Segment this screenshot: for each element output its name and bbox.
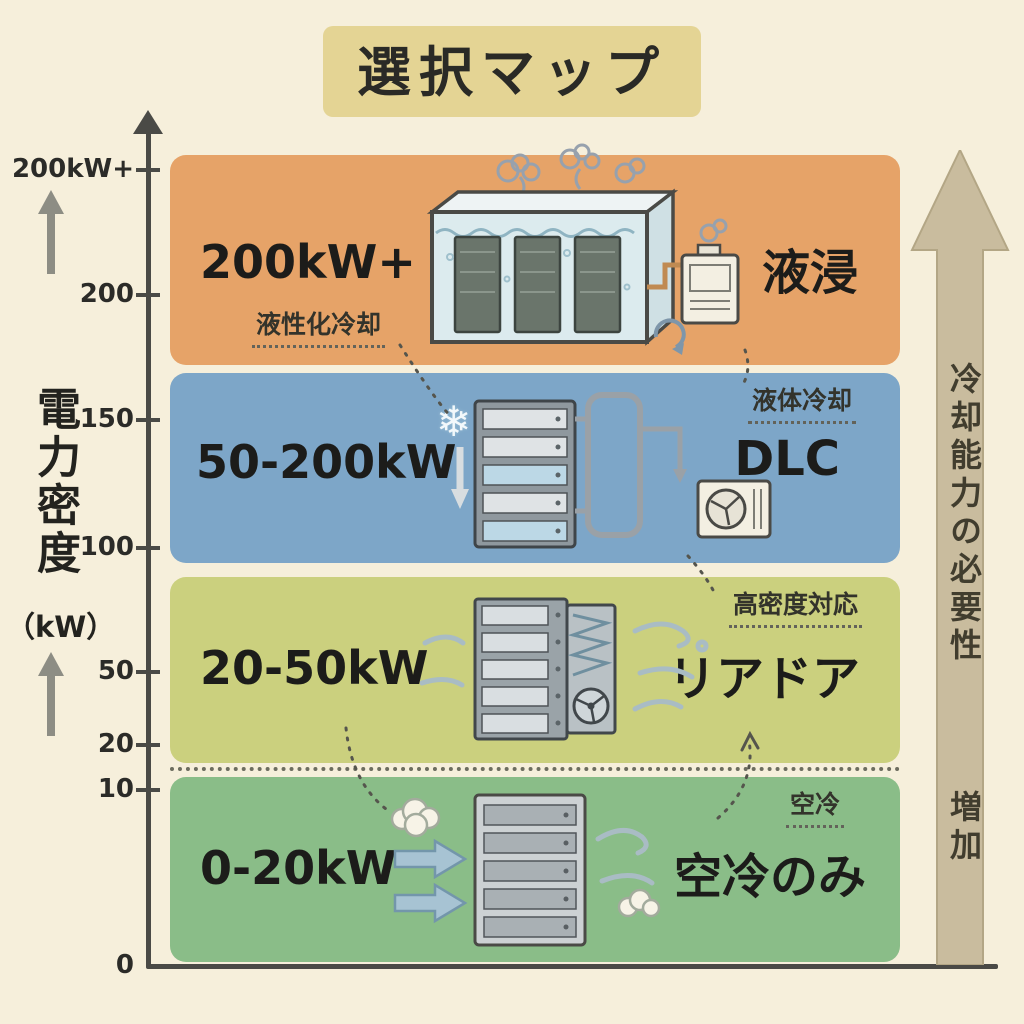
y-tick-label: 0 [115,950,134,980]
chiller-icon [680,218,740,325]
fan-icon [572,687,610,725]
y-tick [136,546,160,550]
up-arrow-icon [38,652,64,736]
band-range-label: 20-50kW [200,641,429,695]
bubbles-icon [446,249,631,291]
band-annotation: 空冷 [785,785,844,828]
cloud-icon [617,888,661,918]
cooling-need-arrow [910,150,1010,965]
immersion-tank-icon [426,143,740,355]
band-method-label: 液浸 [761,245,858,301]
cooling-need-label-2: 増加 [945,790,983,866]
band-method-label: 空冷のみ [673,849,866,905]
band-method-label: リアドア [667,651,860,707]
x-axis-line [146,964,998,969]
airflow-swirl-icon [595,828,655,886]
rear-door-icon [565,603,617,735]
circulation-arrow-icon [653,318,686,349]
coolant-loop-icon [575,392,687,538]
band-annotation: 液体冷却 [747,381,856,424]
snowflake-icon: ❄ [436,397,472,446]
page-title: 選択マップ [323,26,701,117]
dotted-separator [170,767,900,771]
steam-icon [496,143,646,198]
y-tick-label: 100 [79,532,134,562]
y-tick-label: 150 [79,404,134,434]
band-range-label: 0-20kW [200,841,397,895]
band-range-label: 200kW+ [200,235,416,289]
y-tick [136,788,160,792]
band-air-cooling: 0-20kW 空冷のみ 空冷 [170,777,900,962]
pipe-icon [647,262,682,290]
band-rear-door: 20-50kW リアドア 高密度対応 [170,577,900,763]
condenser-icon [696,479,772,539]
y-axis-title: 電力密度 [29,386,80,578]
y-tick-label: 200kW+ [11,154,134,184]
y-tick [136,743,160,747]
cooling-need-label: 冷却能力の必要性 [945,362,983,666]
cloud-icon [390,797,441,838]
server-icon [453,235,622,334]
y-tick [136,418,160,422]
y-tick [136,670,160,674]
up-arrow-icon [38,190,64,274]
y-tick-label: 20 [97,729,134,759]
y-tick [136,293,160,297]
band-annotation: 液性化冷却 [252,305,386,348]
y-axis-unit: （kW） [6,610,116,644]
band-dlc: 50-200kW DLC 液体冷却 ❄ [170,373,900,563]
band-immersion: 200kW+ 液浸 液性化冷却 [170,143,900,365]
band-annotation: 高密度対応 [728,585,862,628]
y-tick-label: 200 [79,279,134,309]
band-method-label: DLC [734,431,840,487]
band-range-label: 50-200kW [196,435,457,489]
y-tick [136,168,160,172]
y-tick-label: 10 [97,774,134,804]
airflow-arrow-icon [393,838,468,924]
y-tick-label: 50 [97,656,134,686]
